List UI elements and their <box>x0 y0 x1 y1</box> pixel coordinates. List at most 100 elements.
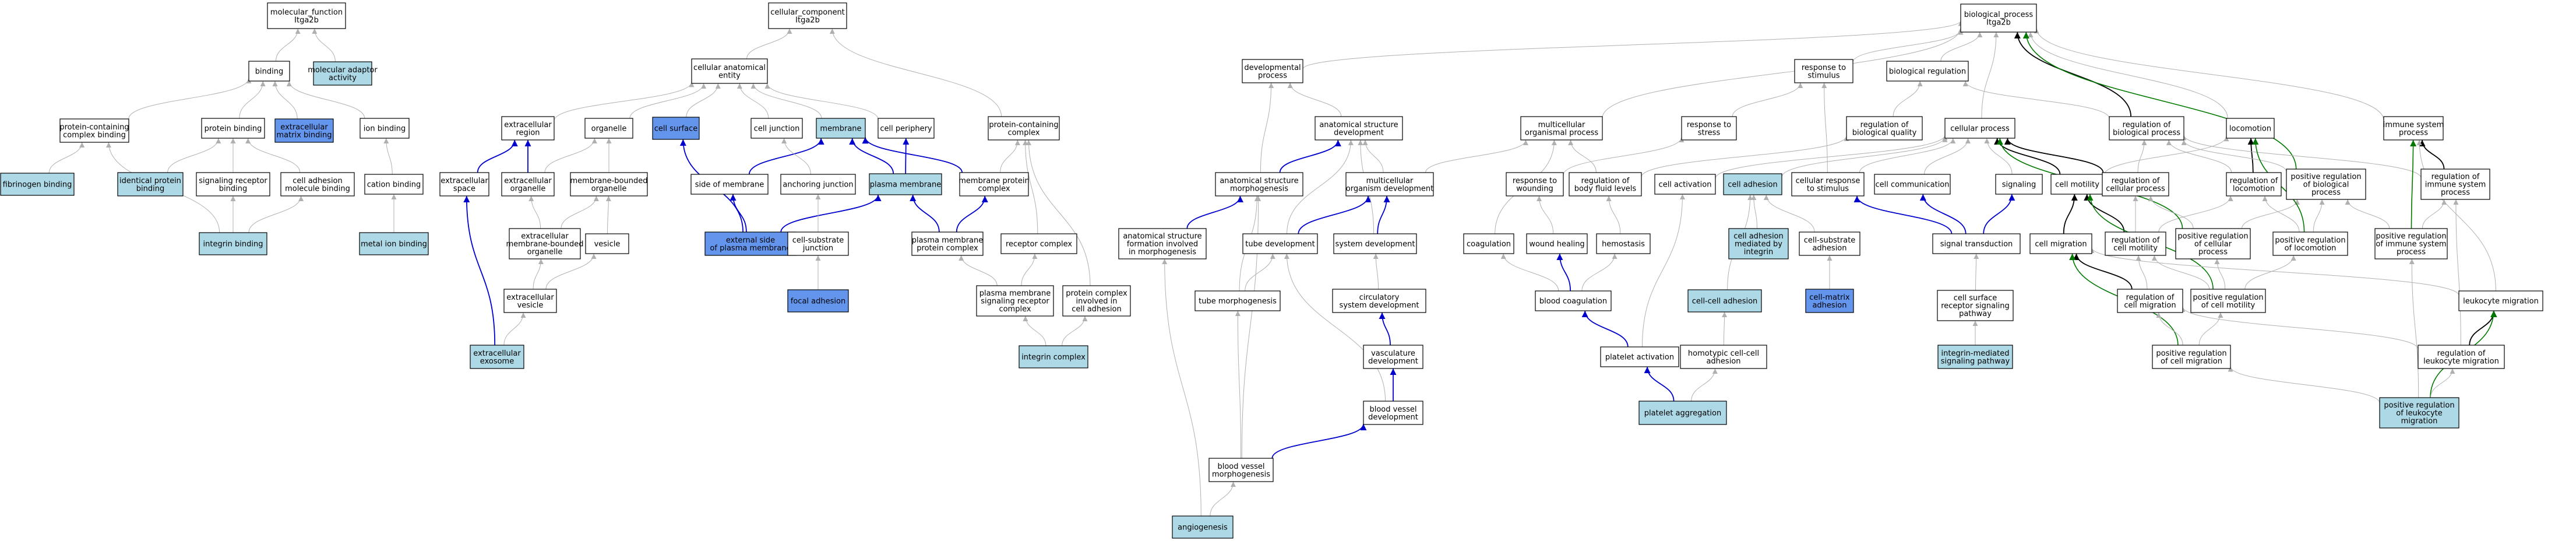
go-term-cation-binding[interactable]: cation binding <box>364 174 424 195</box>
go-term-locomotion[interactable]: locomotion <box>2226 118 2275 139</box>
go-term-integrin-binding[interactable]: integrin binding <box>199 232 267 255</box>
go-term-signaling[interactable]: signaling <box>1995 174 2043 195</box>
go-term-coagulation[interactable]: coagulation <box>1463 233 1514 254</box>
go-term-cell-adhesion[interactable]: cell adhesion <box>1723 173 1782 195</box>
go-term-integrin-complex[interactable]: integrin complex <box>1019 345 1088 368</box>
go-term-vesicle[interactable]: vesicle <box>585 233 629 254</box>
go-term-metal-ion-binding[interactable]: metal ion binding <box>359 232 429 255</box>
go-term-protein-binding[interactable]: protein binding <box>201 118 265 139</box>
go-term-system-development[interactable]: system development <box>1333 233 1417 254</box>
go-term-platelet-activation[interactable]: platelet activation <box>1600 346 1679 367</box>
go-term-binding[interactable]: binding <box>248 61 290 82</box>
go-term-signal-transduction[interactable]: signal transduction <box>1932 233 2021 254</box>
go-term-tube-development[interactable]: tube development <box>1242 233 1318 254</box>
go-term-ion-binding[interactable]: ion binding <box>360 118 410 139</box>
go-term-membrane[interactable]: membrane <box>816 118 866 139</box>
go-term-fibrinogen-binding[interactable]: fibrinogen binding <box>0 173 75 196</box>
go-term-organelle[interactable]: organelle <box>584 118 633 139</box>
go-term-cell-cell-adhesion[interactable]: cell-cell adhesion <box>1687 289 1762 313</box>
go-term-cell-communication[interactable]: cell communication <box>1874 174 1951 195</box>
go-term-leukocyte-migration[interactable]: leukocyte migration <box>2458 290 2543 311</box>
go-term-focal-adhesion[interactable]: focal adhesion <box>787 289 849 313</box>
go-term-cell-periphery[interactable]: cell periphery <box>878 118 935 139</box>
go-term-cellular-process[interactable]: cellular process <box>1944 118 2015 139</box>
go-term-cell-activation[interactable]: cell activation <box>1654 174 1716 195</box>
go-term-plasma-membrane[interactable]: plasma membrane <box>869 173 942 195</box>
go-term-angiogenesis[interactable]: angiogenesis <box>1172 515 1234 539</box>
go-term-blood-coagulation[interactable]: blood coagulation <box>1535 290 1612 311</box>
go-term-cell-motility[interactable]: cell motility <box>2050 174 2104 195</box>
go-term-hemostasis[interactable]: hemostasis <box>1596 233 1651 254</box>
go-term-tube-morphogenesis[interactable]: tube morphogenesis <box>1194 290 1281 311</box>
go-term-biological-regulation[interactable]: biological regulation <box>1886 61 1969 82</box>
go-term-side-of-membrane[interactable]: side of membrane <box>690 174 769 195</box>
go-term-platelet-aggregation[interactable]: platelet aggregation <box>1638 401 1727 425</box>
go-term-cell-junction[interactable]: cell junction <box>750 118 803 139</box>
go-term-cell-surface[interactable]: cell surface <box>652 117 700 140</box>
go-term-wound-healing[interactable]: wound healing <box>1526 233 1588 254</box>
go-term-cell-migration[interactable]: cell migration <box>2029 233 2092 254</box>
go-term-receptor-complex[interactable]: receptor complex <box>1000 233 1077 254</box>
go-term-anchoring-junction[interactable]: anchoring junction <box>780 174 856 195</box>
